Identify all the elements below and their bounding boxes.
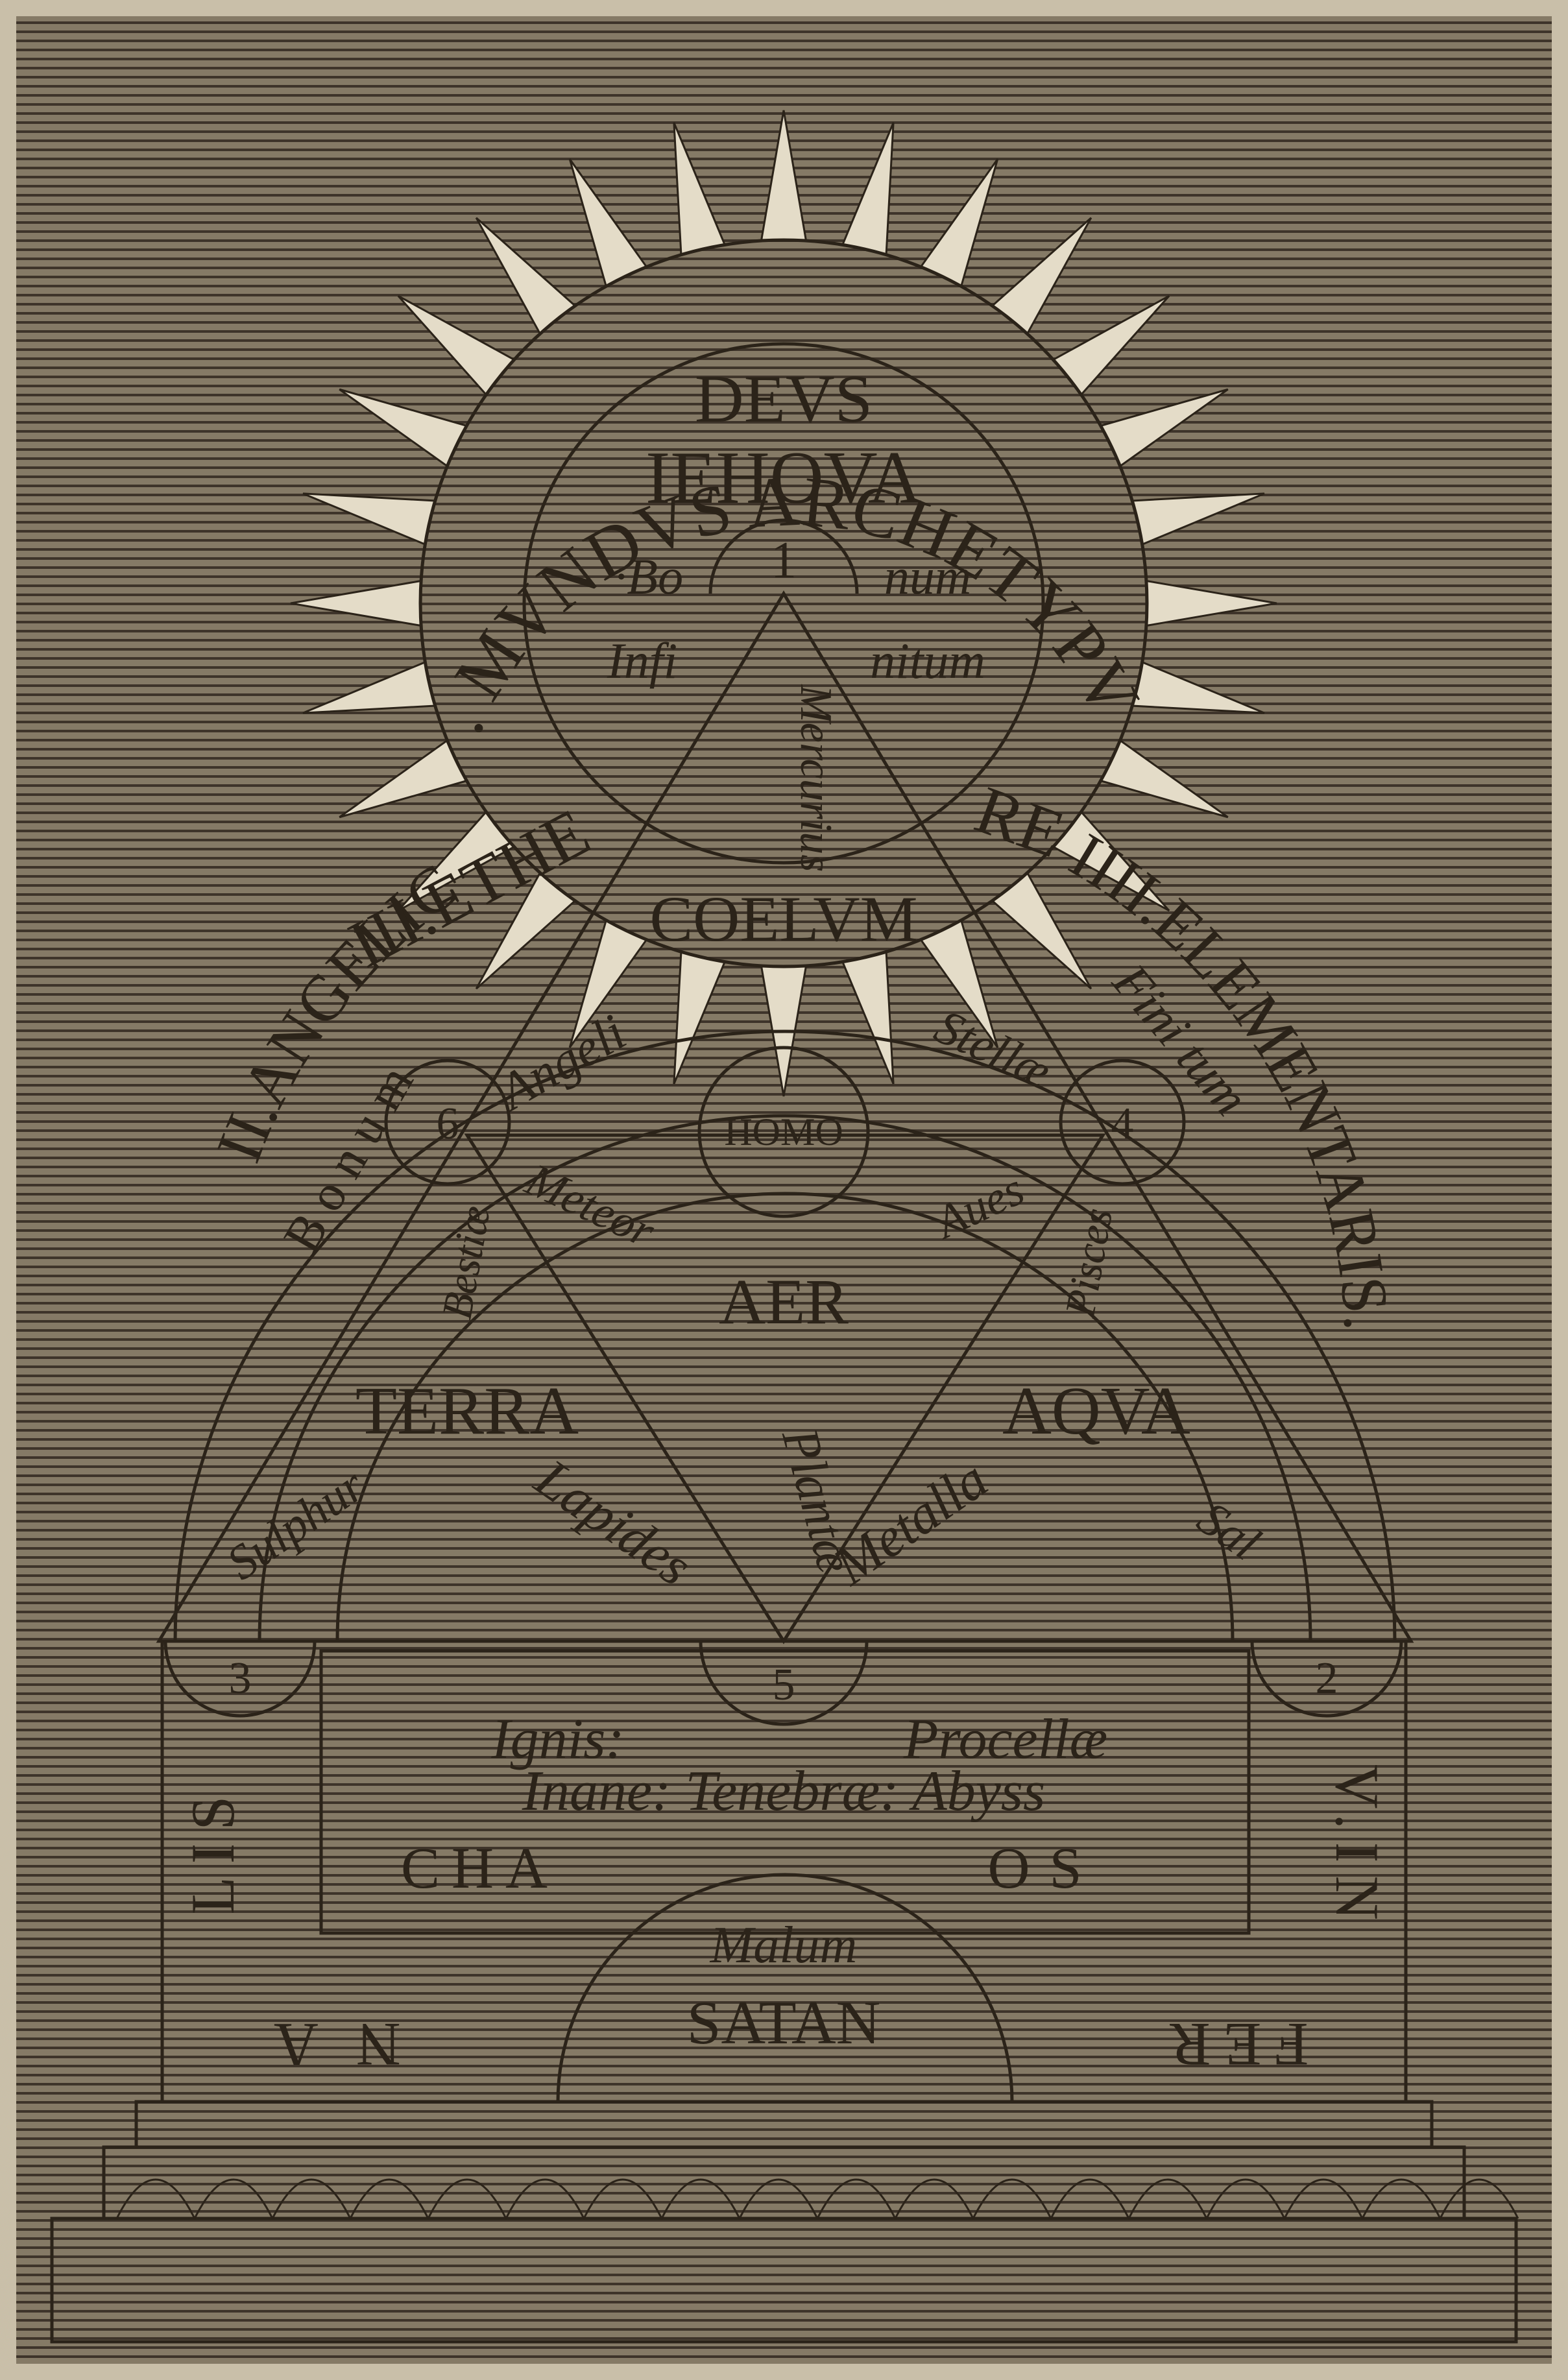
aqua-label: AQVA bbox=[1002, 1373, 1190, 1448]
bonum-left: ·Bo bbox=[614, 548, 683, 605]
malum-label: Malum bbox=[710, 1917, 858, 1974]
chaos-left: CHA bbox=[401, 1836, 559, 1901]
hatched-ground bbox=[16, 16, 1552, 2364]
corner-circle-2 bbox=[1250, 1641, 1403, 1718]
lotus-petal bbox=[816, 2178, 897, 2219]
number-2: 2 bbox=[1316, 1653, 1338, 1703]
corner-circle-3 bbox=[163, 1641, 317, 1718]
archetypal-inner-circle bbox=[522, 342, 1045, 865]
lotus-petal bbox=[1361, 2178, 1441, 2219]
pedestal-lotus bbox=[102, 2145, 1466, 2220]
infernalis-vertical: LIS bbox=[178, 1783, 247, 1915]
lotus-petal bbox=[660, 2178, 741, 2219]
world-outer-arc bbox=[173, 1029, 1397, 1643]
lotus-petal bbox=[193, 2178, 274, 2219]
lotus-petal bbox=[1205, 2178, 1286, 2219]
world-middle-arc bbox=[258, 1114, 1312, 1642]
lotus-petal bbox=[1283, 2178, 1364, 2219]
infernalis-bottom: N A bbox=[261, 2010, 401, 2079]
corner-circle-4 bbox=[1059, 1059, 1186, 1186]
bonum-right: num bbox=[884, 548, 971, 605]
coelum-label: COELVM bbox=[649, 883, 917, 955]
lotus-petal bbox=[894, 2178, 974, 2219]
chaos-right: OS bbox=[987, 1836, 1101, 1901]
mercurius-label: Mercurius bbox=[791, 684, 841, 872]
iehova-name: IEHOVA bbox=[645, 437, 922, 519]
lotus-petal bbox=[583, 2178, 663, 2219]
chaos-box bbox=[319, 1649, 1251, 1935]
archetypal-circle bbox=[418, 238, 1149, 968]
lotus-petal bbox=[427, 2178, 507, 2219]
apex-number: 1 bbox=[771, 532, 797, 589]
number-5: 5 bbox=[773, 1660, 795, 1710]
terra-label: TERRA bbox=[356, 1373, 579, 1448]
pedestal-ornament bbox=[115, 2178, 1519, 2219]
number-3: 3 bbox=[229, 1653, 252, 1703]
lotus-petal bbox=[349, 2178, 429, 2219]
number-6: 6 bbox=[437, 1099, 459, 1149]
lotus-petal bbox=[1439, 2178, 1519, 2219]
infinitum-right: nitum bbox=[870, 632, 985, 689]
lotus-petal bbox=[1050, 2178, 1130, 2219]
homo-label: HOMO bbox=[724, 1111, 843, 1153]
ignis-label: Ignis: bbox=[490, 1708, 624, 1771]
corner-circle-6 bbox=[384, 1059, 511, 1186]
sun-rays bbox=[290, 110, 1277, 1097]
homo-circle bbox=[697, 1046, 870, 1218]
lotus-petal bbox=[972, 2178, 1052, 2219]
apex-circle bbox=[708, 518, 859, 594]
lotus-petal bbox=[1128, 2178, 1208, 2219]
lotus-petal bbox=[115, 2178, 196, 2219]
number-4: 4 bbox=[1111, 1099, 1134, 1149]
infernalis-fer: FER bbox=[1157, 2010, 1309, 2079]
infinitum-left: Infi bbox=[607, 632, 677, 689]
aer-label: AER bbox=[719, 1266, 849, 1338]
satan-dome bbox=[556, 1873, 1014, 2104]
lotus-petal bbox=[271, 2178, 352, 2219]
lotus-petal bbox=[505, 2178, 585, 2219]
corner-circle-5 bbox=[699, 1641, 869, 1726]
infernalis-v-vertical: V.IN bbox=[1323, 1764, 1392, 1933]
lotus-petal bbox=[738, 2178, 819, 2219]
world-inner-arc bbox=[335, 1192, 1235, 1642]
procellae-label: Procellæ bbox=[903, 1708, 1107, 1771]
satan-label: SATAN bbox=[687, 1988, 881, 2057]
deus-title: DEVS bbox=[695, 361, 873, 437]
inane-line: Inane: Tenebræ: Abyss bbox=[522, 1760, 1046, 1823]
